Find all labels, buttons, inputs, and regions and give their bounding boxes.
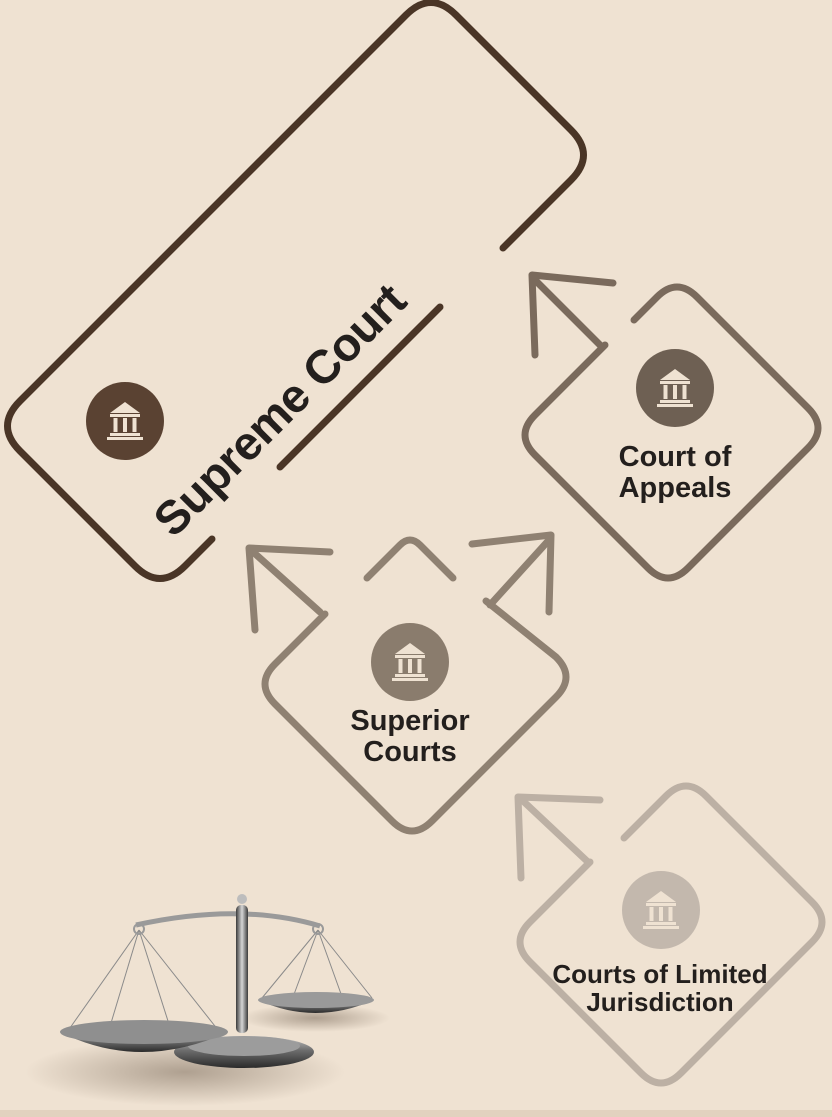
limited-jurisdiction-label-line-1: Courts of Limited [552, 959, 768, 989]
supreme-court-courthouse-icon [86, 382, 164, 460]
limited-jurisdiction-label-line-2: Jurisdiction [586, 987, 734, 1018]
court-of-appeals-courthouse-icon [636, 349, 714, 427]
limited-courts-courthouse-icon [622, 871, 700, 949]
court-of-appeals-label: Court of Appeals [585, 441, 765, 505]
arrow-superior-to-supreme [245, 544, 334, 634]
bottom-edge-strip [0, 1110, 832, 1117]
superior-courts-courthouse-icon [371, 623, 449, 701]
superior-courts-label-line-2: Courts [363, 736, 457, 769]
arrow-appeals-to-supreme [528, 271, 617, 359]
superior-courts-label-line-1: Superior [350, 705, 470, 737]
courts-of-limited-jurisdiction-label: Courts of Limited Jurisdiction [540, 960, 780, 1016]
arrow-limited-to-superior [514, 793, 604, 882]
courts-of-limited-jurisdiction-node [516, 782, 826, 1087]
supreme-court-node [4, 0, 587, 582]
scales-of-justice-icon [25, 894, 390, 1106]
superior-courts-label: Superior Courts [320, 705, 500, 769]
arrow-superior-to-appeals [468, 531, 555, 616]
court-of-appeals-label-line-2: Appeals [618, 472, 732, 505]
superior-courts-node [261, 536, 570, 835]
court-of-appeals-label-line-1: Court of [618, 441, 732, 473]
court-of-appeals-node [521, 283, 822, 582]
